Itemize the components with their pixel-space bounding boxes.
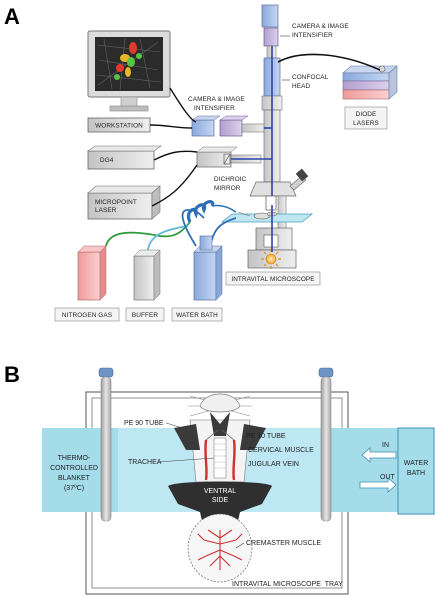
water-bath-right-label-1: WATER — [404, 460, 429, 467]
camera-top-label-2: INTENSIFIER — [292, 32, 333, 39]
intravital-microscope-label: INTRAVITAL MICROSCOPE — [231, 276, 314, 283]
camera-mid-label-1: CAMERA & IMAGE — [188, 96, 245, 103]
cremaster-muscle-label: CREMASTER MUSCLE — [246, 540, 321, 547]
pe90-tube-label: PE 90 TUBE — [124, 420, 164, 427]
confocal-head-label-2: HEAD — [292, 83, 310, 90]
nitrogen-gas-box: NITROGEN GAS — [54, 307, 120, 322]
panel-a-label: A — [4, 4, 20, 29]
dichroic-label-2: MIRROR — [214, 185, 241, 192]
cables — [149, 87, 198, 207]
tray-label: INTRAVITAL MICROSCOPE TRAY — [232, 581, 343, 588]
cervical-muscle-label: CERVICAL MUSCLE — [248, 447, 314, 454]
panel-b-label: B — [4, 362, 20, 387]
ventral-side-label-1: VENTRAL — [204, 488, 236, 495]
buffer-box: BUFFER — [125, 307, 165, 322]
buffer-label: BUFFER — [132, 312, 158, 319]
blanket-label-3: BLANKET — [58, 475, 91, 482]
mouse-body — [168, 393, 272, 583]
water-bath-right: WATER BATH — [397, 427, 435, 515]
camera-top-label-1: CAMERA & IMAGE — [292, 23, 349, 30]
blanket-label-1: THERMO- — [58, 455, 91, 462]
intravital-microscope-box: INTRAVITAL MICROSCOPE — [225, 271, 321, 286]
dg4-box: DG4 — [87, 145, 162, 170]
dichroic-label-1: DICHROIC — [214, 176, 247, 183]
trachea-label: TRACHEA — [128, 459, 162, 466]
workstation-label: WORKSTATION — [95, 123, 143, 130]
jugular-vein-label: JUGULAR VEIN — [248, 461, 299, 468]
out-arrow: OUT — [359, 474, 397, 493]
water-bath-container — [193, 235, 223, 301]
in-arrow: IN — [361, 442, 397, 463]
micropoint-laser-box: MICROPOINT LASER — [87, 185, 161, 220]
pe10-tube-label: PE 10 TUBE — [246, 433, 286, 440]
water-bath-label: WATER BATH — [176, 312, 218, 319]
left-post — [98, 367, 114, 522]
micropoint-label-1: MICROPOINT — [95, 199, 137, 206]
water-bath-right-label-2: BATH — [407, 470, 425, 477]
dg4-label: DG4 — [100, 157, 114, 164]
ventral-side-label-2: SIDE — [212, 497, 229, 504]
diode-lasers: DIODE LASERS — [342, 65, 398, 130]
in-label: IN — [382, 442, 389, 449]
nitrogen-gas-cylinder — [77, 245, 107, 301]
buffer-container — [133, 249, 161, 301]
water-bath-box: WATER BATH — [171, 307, 223, 322]
blanket-label-4: (37ºC) — [64, 485, 84, 492]
dichroic-mirror — [196, 146, 262, 168]
workstation-box: WORKSTATION — [87, 117, 151, 133]
top-camera — [261, 4, 279, 47]
right-post — [318, 367, 334, 522]
diode-label-1: DIODE — [356, 111, 377, 118]
workstation-monitor — [87, 30, 171, 112]
microscope-body — [247, 109, 309, 269]
camera-mid-label-2: INTENSIFIER — [194, 105, 235, 112]
fiber-cable — [277, 53, 381, 71]
microscope-stage — [220, 211, 314, 223]
blanket-label-2: CONTROLLED — [50, 465, 98, 472]
middle-camera — [191, 115, 265, 137]
optical-beams — [231, 46, 273, 252]
micropoint-label-2: LASER — [95, 207, 117, 214]
diode-label-2: LASERS — [353, 120, 379, 127]
out-label: OUT — [380, 474, 396, 481]
confocal-head-label-1: CONFOCAL — [292, 74, 329, 81]
nitrogen-gas-label: NITROGEN GAS — [62, 312, 112, 319]
